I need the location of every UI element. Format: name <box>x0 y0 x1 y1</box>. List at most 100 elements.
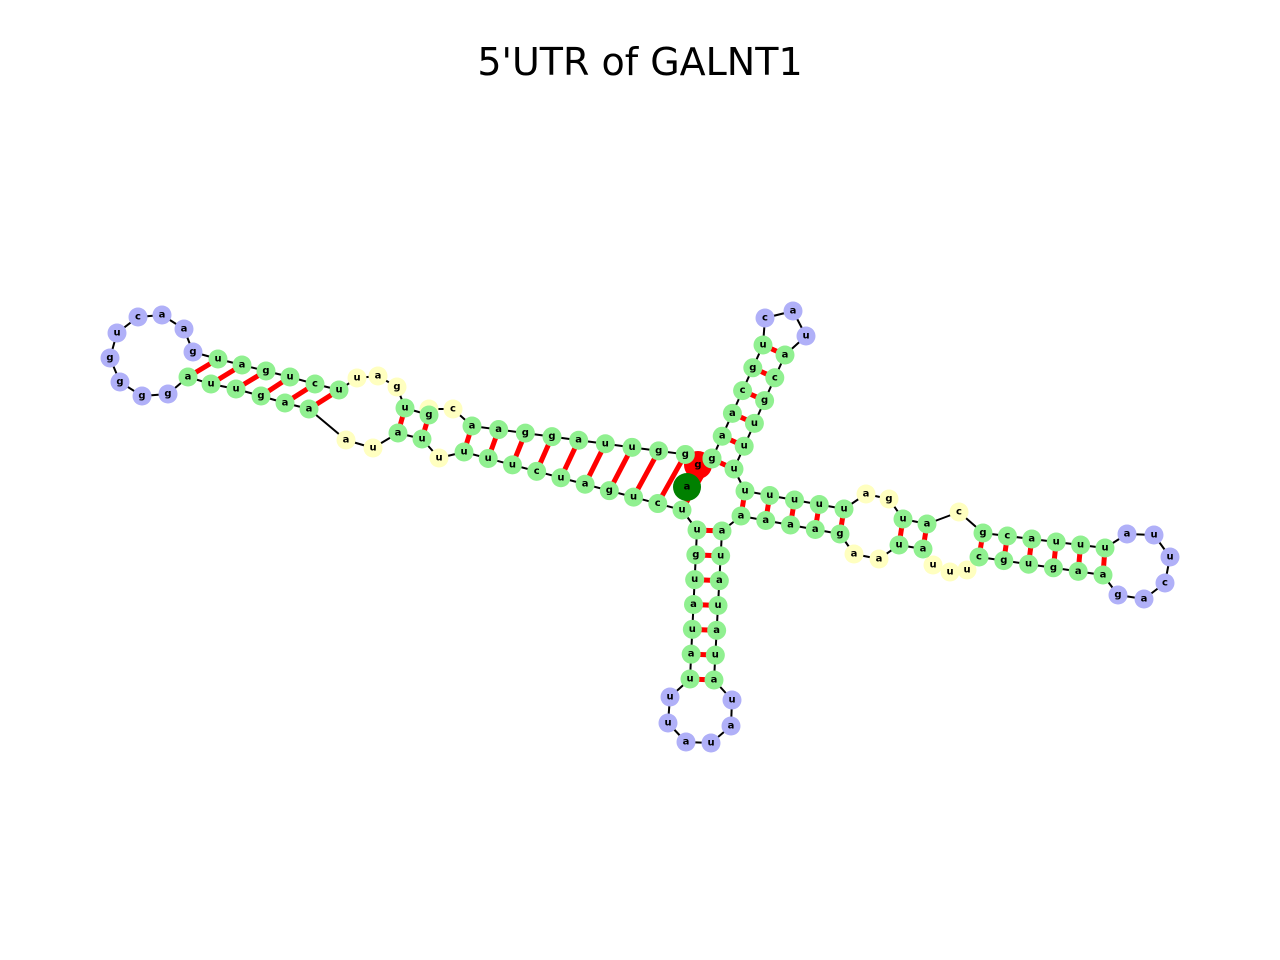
nucleotide-letter: c <box>1004 531 1010 542</box>
nucleotide-circle <box>575 474 595 494</box>
interior-loop-nucleotide: g <box>387 377 407 397</box>
nucleotide-letter: a <box>306 404 313 415</box>
stem-nucleotide: a <box>917 514 937 534</box>
nucleotide-circle <box>923 555 943 575</box>
nucleotide-letter: u <box>678 505 685 516</box>
stem-nucleotide: u <box>280 367 300 387</box>
nucleotide-letter: c <box>956 507 962 518</box>
stem-nucleotide: u <box>711 546 731 566</box>
nucleotide-circle <box>707 620 727 640</box>
nucleotide-circle <box>412 429 432 449</box>
nucleotide-circle <box>478 448 498 468</box>
nucleotide-letter: a <box>924 519 931 530</box>
stem-nucleotide: u <box>1095 538 1115 558</box>
nucleotide-circle <box>132 386 152 406</box>
nucleotide-circle <box>733 381 753 401</box>
nucleotide-letter: a <box>863 489 870 500</box>
stem-nucleotide: g <box>599 481 619 501</box>
nucleotide-circle <box>551 468 571 488</box>
nucleotide-letter: u <box>353 373 360 384</box>
nucleotide-circle <box>722 403 742 423</box>
stem-nucleotide: u <box>226 379 246 399</box>
stem-nucleotide: a <box>709 571 729 591</box>
stem-nucleotide: u <box>724 459 744 479</box>
nucleotide-circle <box>275 393 295 413</box>
stem-nucleotide: a <box>913 539 933 559</box>
nucleotide-circle <box>658 713 678 733</box>
nucleotide-circle <box>542 427 562 447</box>
nucleotide-circle <box>363 438 383 458</box>
nucleotide-circle <box>178 367 198 387</box>
nucleotide-letter: a <box>713 625 720 636</box>
nucleotide-circle <box>107 323 127 343</box>
nucleotide-circle <box>705 645 725 665</box>
nucleotide-circle <box>256 361 276 381</box>
interior-loop-nucleotide: u <box>363 438 383 458</box>
stem-nucleotide: u <box>744 413 764 433</box>
nucleotide-circle <box>702 449 722 469</box>
stem-nucleotide: a <box>781 515 800 535</box>
stem-nucleotide: a <box>299 399 319 419</box>
stem-nucleotide: g <box>256 361 276 381</box>
nucleotide-circle <box>1068 561 1088 581</box>
nucleotide-letter: u <box>899 514 906 525</box>
nucleotide-letter: u <box>418 434 425 445</box>
nucleotide-circle <box>329 380 349 400</box>
nucleotide-circle <box>1043 558 1063 578</box>
stem-nucleotide: u <box>1071 535 1091 555</box>
nucleotide-circle <box>527 461 547 481</box>
nucleotide-letter: c <box>135 312 141 323</box>
hairpin-loop-nucleotide: a <box>676 732 696 752</box>
nucleotide-letter: a <box>1141 594 1148 605</box>
stem-nucleotide: a <box>704 670 724 690</box>
nucleotide-letter: u <box>741 441 748 452</box>
nucleotide-circle <box>704 670 724 690</box>
stem-nucleotide: a <box>722 403 742 423</box>
stem-nucleotide: c <box>648 494 668 514</box>
nucleotide-letter: u <box>628 442 635 453</box>
nucleotide-circle <box>775 345 795 365</box>
stem-nucleotide: c <box>765 368 785 388</box>
nucleotide-circle <box>299 399 319 419</box>
nucleotide-letter: u <box>963 565 970 576</box>
nucleotide-circle <box>152 305 172 325</box>
nucleotide-letter: u <box>509 459 516 470</box>
nucleotide-circle <box>765 368 785 388</box>
nucleotide-circle <box>781 515 800 535</box>
nucleotide-letter: a <box>582 479 589 490</box>
stem-nucleotide: u <box>454 442 474 462</box>
nucleotide-circle <box>388 423 408 443</box>
nucleotide-circle <box>957 560 977 580</box>
nucleotide-circle <box>305 374 325 394</box>
nucleotide-circle <box>879 489 899 509</box>
nucleotide-circle <box>675 444 695 464</box>
stem-nucleotide: u <box>889 535 909 555</box>
nucleotide-circle <box>973 523 993 543</box>
nucleotide-letter: u <box>728 695 735 706</box>
stem-nucleotide: u <box>785 490 804 510</box>
hairpin-loop-nucleotide: c <box>1155 573 1175 593</box>
nucleotide-letter: a <box>728 721 735 732</box>
stem-nucleotide: a <box>178 367 198 387</box>
nucleotide-letter: u <box>689 624 696 635</box>
stem-nucleotide: u <box>595 434 615 454</box>
stem-nucleotide: u <box>672 500 692 520</box>
nucleotide-letter: g <box>548 431 555 442</box>
nucleotide-circle <box>830 524 850 544</box>
stem-nucleotide: g <box>743 358 763 378</box>
nucleotide-letter: g <box>425 410 432 421</box>
nucleotide-letter: a <box>719 526 726 537</box>
nucleotide-letter: u <box>707 738 714 749</box>
interior-loop-nucleotide: u <box>923 555 943 575</box>
nucleotide-letter: u <box>630 492 637 503</box>
hairpin-loop-nucleotide: g <box>183 342 203 362</box>
nucleotide-letter: u <box>816 499 823 510</box>
nucleotide-letter: g <box>836 529 843 540</box>
nucleotide-letter: g <box>692 549 699 560</box>
nucleotide-circle <box>419 405 439 425</box>
hairpin-loop-nucleotide: u <box>796 326 816 346</box>
stem-nucleotide: a <box>805 520 825 539</box>
nucleotide-letter: a <box>738 511 745 522</box>
stem-nucleotide: u <box>685 570 705 590</box>
stem-nucleotide: u <box>1046 532 1066 552</box>
